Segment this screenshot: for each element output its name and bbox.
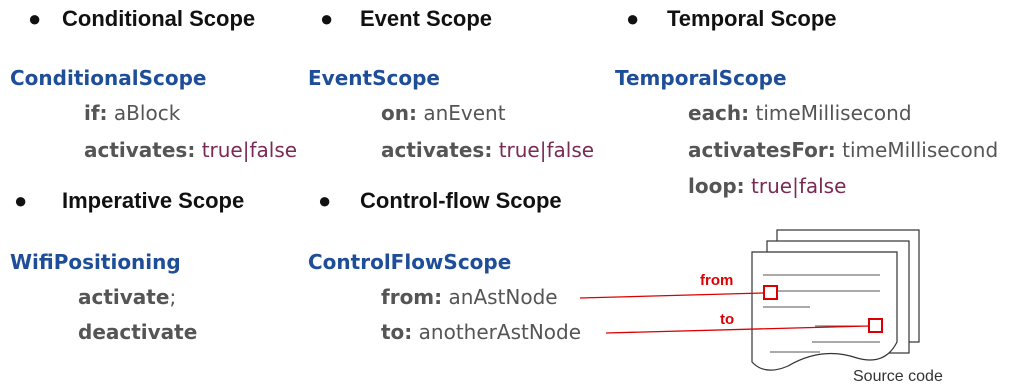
- keyword: activate: [78, 285, 170, 309]
- value-false: false: [798, 174, 847, 198]
- temporal-activatesfor-line: activatesFor: timeMillisecond: [688, 138, 998, 162]
- value: aBlock: [113, 101, 181, 125]
- value: anAstNode: [448, 285, 558, 309]
- keyword: on:: [381, 101, 417, 125]
- controlflow-class-name: ControlFlowScope: [308, 250, 512, 274]
- conditional-if-line: if: aBlock: [84, 101, 180, 125]
- conditional-class-name: ConditionalScope: [10, 66, 207, 90]
- keyword: activates:: [381, 138, 493, 162]
- bullet-icon: ●: [320, 6, 334, 31]
- keyword: if:: [84, 101, 108, 125]
- bullet-icon: ●: [318, 188, 332, 213]
- to-label: to: [720, 311, 735, 328]
- value: timeMillisecond: [842, 138, 999, 162]
- event-on-line: on: anEvent: [381, 101, 506, 125]
- imperative-heading: Imperative Scope: [62, 188, 245, 213]
- suffix: ;: [169, 285, 177, 309]
- value: anotherAstNode: [418, 320, 582, 344]
- imperative-deactivate-line: deactivate: [78, 320, 197, 344]
- temporal-class-name: TemporalScope: [615, 66, 787, 90]
- temporal-each-line: each: timeMillisecond: [688, 101, 912, 125]
- from-connector-line: [579, 292, 765, 299]
- source-code-caption: Source code: [853, 368, 943, 385]
- controlflow-to-line: to: anotherAstNode: [381, 320, 581, 344]
- keyword: activatesFor:: [688, 138, 836, 162]
- value: anEvent: [423, 101, 506, 125]
- front-page: [751, 251, 898, 371]
- controlflow-from-line: from: anAstNode: [381, 285, 558, 309]
- keyword: loop:: [688, 174, 745, 198]
- separator: |: [792, 174, 799, 198]
- value-false: false: [249, 138, 298, 162]
- keyword: deactivate: [78, 320, 198, 344]
- temporal-heading: Temporal Scope: [667, 6, 837, 31]
- conditional-heading: Conditional Scope: [62, 6, 256, 31]
- event-activates-line: activates: true|false: [381, 138, 594, 162]
- keyword: to:: [381, 320, 413, 344]
- event-heading: Event Scope: [360, 6, 493, 31]
- to-marker: [868, 318, 883, 333]
- value: timeMillisecond: [755, 101, 912, 125]
- bullet-icon: ●: [28, 6, 42, 31]
- imperative-activate-line: activate;: [78, 285, 176, 309]
- from-marker: [763, 285, 778, 300]
- conditional-activates-line: activates: true|false: [84, 138, 297, 162]
- from-label: from: [700, 272, 734, 289]
- bullet-icon: ●: [14, 188, 28, 213]
- separator: |: [539, 138, 547, 162]
- event-class-name: EventScope: [308, 66, 440, 90]
- bullet-icon: ●: [626, 6, 640, 31]
- value-true: true: [498, 138, 540, 162]
- controlflow-heading: Control-flow Scope: [360, 188, 562, 213]
- value-false: false: [546, 138, 595, 162]
- value-true: true: [201, 138, 243, 162]
- to-connector-line: [605, 325, 870, 334]
- keyword: activates:: [84, 138, 196, 162]
- separator: |: [242, 138, 250, 162]
- keyword: from:: [381, 285, 443, 309]
- temporal-loop-line: loop: true|false: [688, 174, 846, 198]
- keyword: each:: [688, 101, 750, 125]
- imperative-class-name: WifiPositioning: [10, 250, 181, 274]
- value-true: true: [751, 174, 793, 198]
